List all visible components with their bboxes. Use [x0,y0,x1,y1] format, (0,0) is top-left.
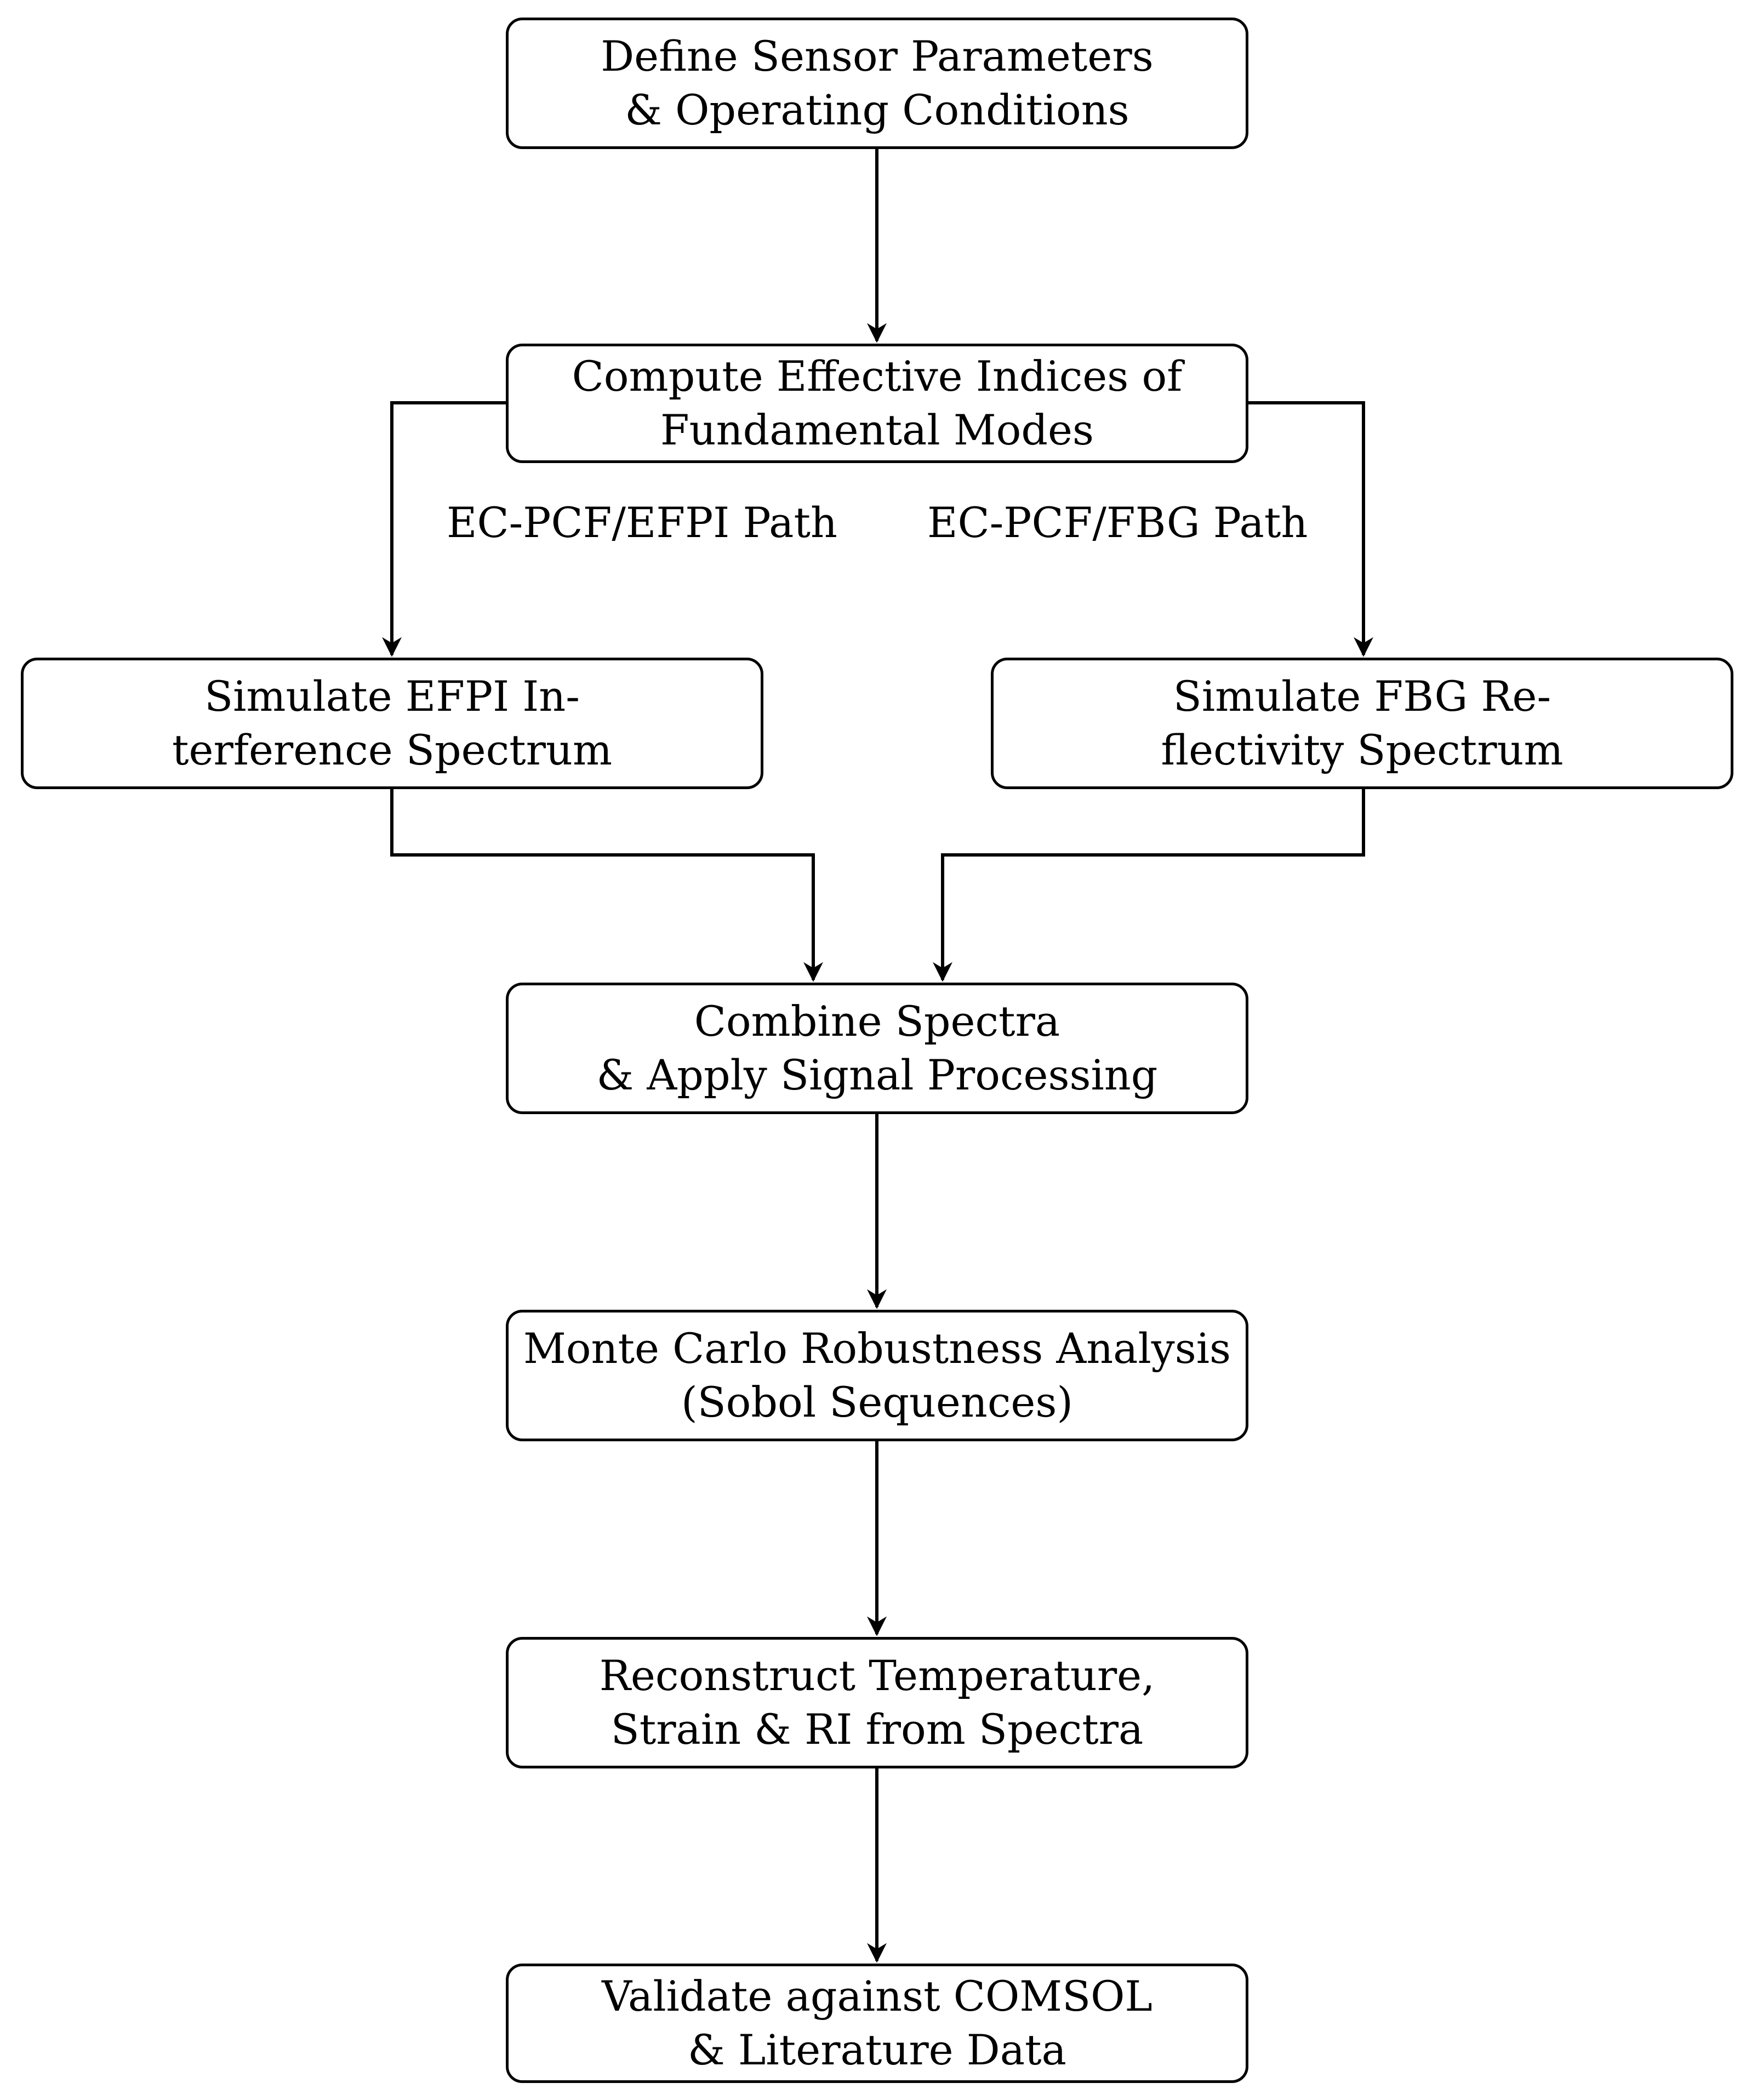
node-validate-line-1: Validate against COMSOL [602,1972,1152,2021]
node-validate-results: Validate against COMSOL & Literature Dat… [506,1964,1248,2083]
node-define-sensor-parameters: Define Sensor Parameters & Operating Con… [506,18,1248,149]
arrow-compute-to-fbg [1248,401,1373,657]
node-montecarlo-line-1: Monte Carlo Robustness Analysis [523,1324,1231,1373]
node-efpi-line-1: Simulate EFPI In- [204,672,580,721]
node-compute-line-1: Compute Effective Indices of [572,352,1183,401]
node-montecarlo-line-2: (Sobol Sequences) [681,1378,1074,1426]
node-validate-line-2: & Literature Data [688,2025,1066,2074]
node-fbg-line-2: flectivity Spectrum [1161,726,1564,774]
node-simulate-fbg: Simulate FBG Re- flectivity Spectrum [991,658,1733,789]
node-reconstruct-parameters: Reconstruct Temperature, Strain & RI fro… [506,1637,1248,1768]
arrow-fbg-to-combine [933,789,1365,982]
arrow-efpi-to-combine [390,789,823,982]
edge-label-efpi-path: EC-PCF/EFPI Path [447,498,837,547]
node-efpi-line-2: terference Spectrum [172,726,613,774]
node-define-line-1: Define Sensor Parameters [601,32,1154,81]
node-fbg-line-1: Simulate FBG Re- [1173,672,1551,721]
edge-label-fbg-path: EC-PCF/FBG Path [927,498,1308,547]
node-simulate-efpi: Simulate EFPI In- terference Spectrum [21,658,763,789]
node-reconstruct-line-1: Reconstruct Temperature, [599,1651,1155,1700]
node-combine-line-1: Combine Spectra [694,997,1060,1046]
node-combine-line-2: & Apply Signal Processing [596,1051,1158,1099]
node-compute-effective-indices: Compute Effective Indices of Fundamental… [506,344,1248,463]
node-monte-carlo-analysis: Monte Carlo Robustness Analysis (Sobol S… [506,1310,1248,1441]
node-define-line-2: & Operating Conditions [625,85,1129,134]
node-combine-spectra: Combine Spectra & Apply Signal Processin… [506,983,1248,1114]
node-reconstruct-line-2: Strain & RI from Spectra [610,1705,1144,1754]
node-compute-line-2: Fundamental Modes [660,406,1094,454]
arrow-compute-to-efpi [382,401,506,657]
